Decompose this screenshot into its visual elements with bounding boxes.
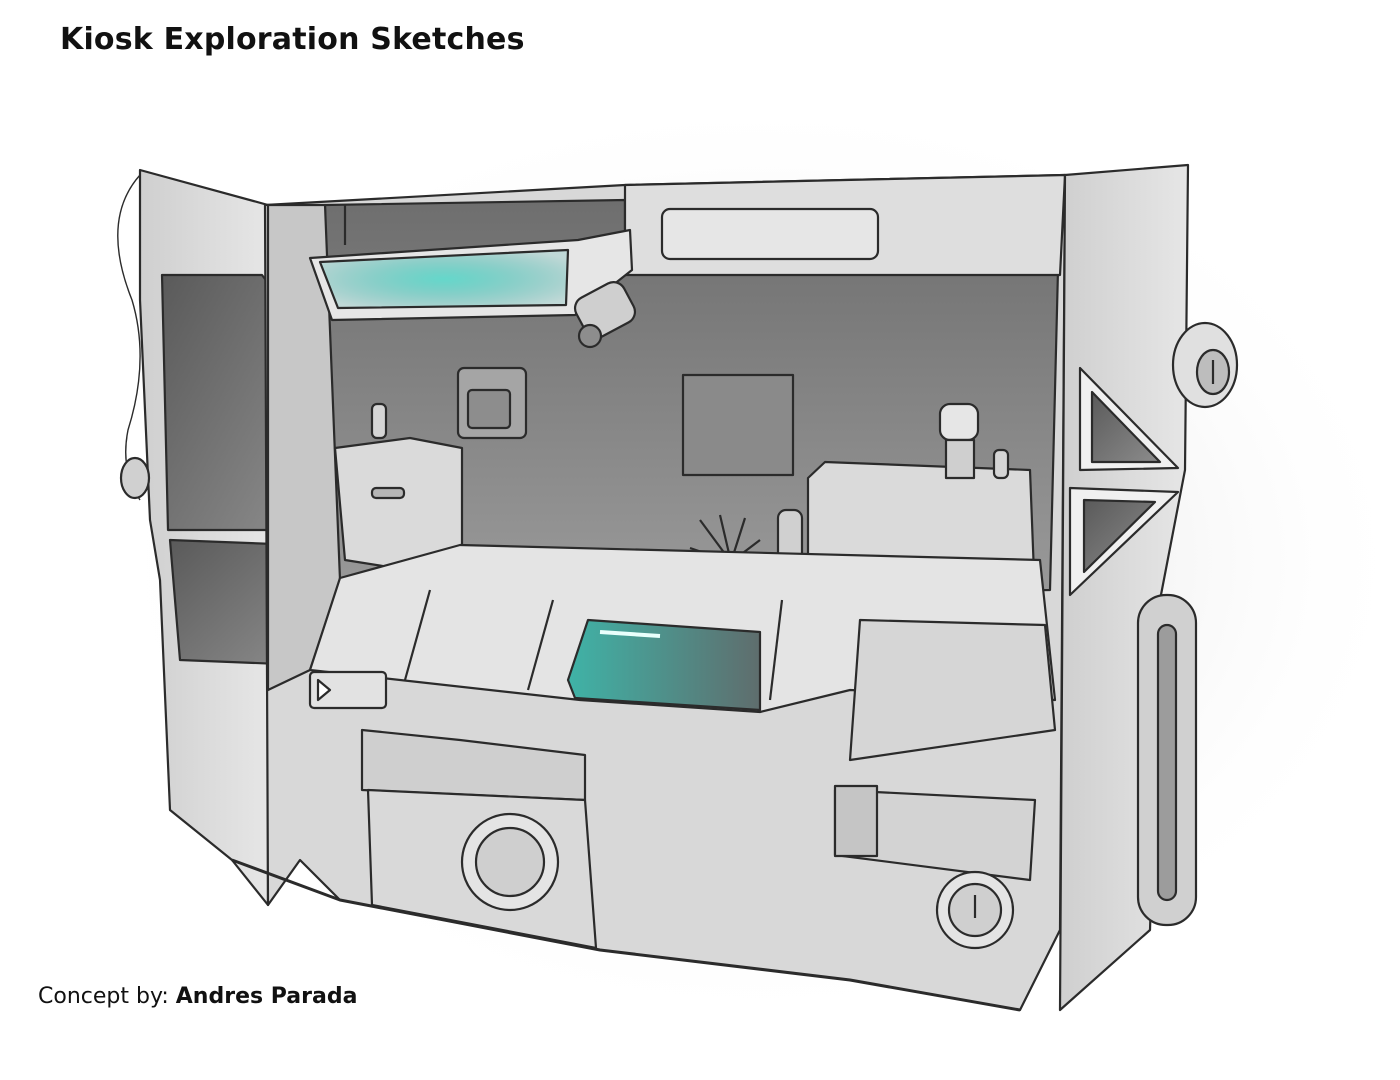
- counter-divider-2: [526, 599, 555, 691]
- page-title: Kiosk Exploration Sketches: [60, 22, 525, 57]
- security-camera-lens: [577, 323, 603, 349]
- right-counter-module: [848, 618, 1057, 762]
- counter-touchscreen-bar: [599, 630, 661, 638]
- mini-fridge-handle: [370, 486, 406, 500]
- base-edge: [231, 858, 1021, 1012]
- side-tube-slot: [1156, 623, 1178, 902]
- dispenser-top: [938, 402, 980, 442]
- left-wall-fixture: [119, 456, 151, 500]
- side-arrow-icon: [316, 678, 332, 702]
- plant-leaves: [689, 514, 761, 564]
- side-arrow-button: [308, 670, 388, 710]
- ceiling-light-glow: [318, 248, 570, 310]
- credit-line: Concept by: Andres Parada: [38, 984, 357, 1009]
- counter-divider-3: [768, 599, 784, 701]
- header-sign-plate: [660, 207, 880, 261]
- drawer-handle: [833, 784, 879, 858]
- small-canister: [992, 448, 1010, 480]
- counter-bottle: [370, 402, 388, 440]
- left-cable: [117, 174, 141, 501]
- credit-author: Andres Parada: [175, 984, 358, 1009]
- right-window-lower-glass: [1082, 498, 1157, 574]
- wall-vent: [681, 373, 795, 477]
- credit-label: Concept by:: [38, 984, 169, 1009]
- counter-divider-1: [403, 589, 432, 681]
- right-window-upper-glass: [1090, 390, 1162, 464]
- wall-switch: [466, 388, 512, 430]
- dispenser-base: [944, 438, 976, 480]
- cabinet-dial-inner: [474, 826, 546, 898]
- counter-touchscreen: [566, 618, 762, 712]
- lower-cabinet-top: [360, 728, 587, 802]
